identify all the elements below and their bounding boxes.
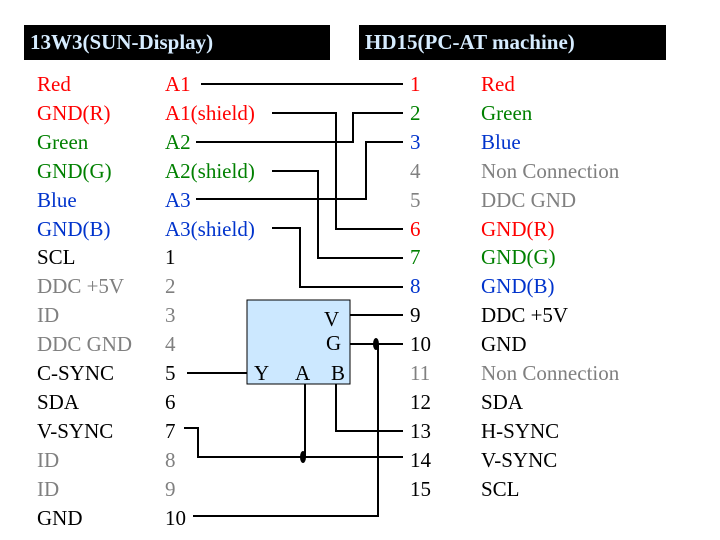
left-signal-label: SCL xyxy=(37,245,76,270)
left-signal-label: GND(R) xyxy=(37,100,111,125)
left-signal-label: GND xyxy=(37,505,83,530)
right-signal-label: SCL xyxy=(481,476,520,501)
right-pin-label: 14 xyxy=(410,447,431,472)
left-signal-label: ID xyxy=(37,447,60,472)
right-pin-label: 5 xyxy=(410,187,421,212)
left-signal-label: DDC GND xyxy=(37,332,133,357)
left-signal-label: Red xyxy=(37,72,71,96)
junction-vsync xyxy=(300,451,306,463)
right-signal-label: GND(B) xyxy=(481,274,555,299)
wire-a2-to-2 xyxy=(196,112,403,143)
gate-pin-y-label: Y xyxy=(254,361,270,385)
gate-pin-b-label: B xyxy=(331,361,346,385)
right-pin-label: 2 xyxy=(410,100,421,125)
right-pin-label: 3 xyxy=(410,129,421,154)
left-pin-label: 5 xyxy=(165,361,176,385)
left-pin-label: 9 xyxy=(165,476,176,501)
right-signal-label: V-SYNC xyxy=(481,447,558,472)
junction-group xyxy=(300,338,379,463)
sync-gate-box xyxy=(246,299,351,385)
right-signal-label: GND(R) xyxy=(481,216,555,241)
left-signal-label: C-SYNC xyxy=(37,361,115,385)
left-signal-label: ID xyxy=(37,476,60,501)
wire-7-to-14 xyxy=(184,427,403,458)
left-signal-label: GND(G) xyxy=(37,158,112,183)
left-pin-label: 7 xyxy=(165,418,176,443)
left-signal-label: V-SYNC xyxy=(37,418,114,443)
left-pin-label: A3 xyxy=(165,187,191,212)
wire-a1shield-to-6 xyxy=(272,112,403,230)
right-pin-label: 6 xyxy=(410,216,421,241)
left-pin-label: A2 xyxy=(165,129,191,154)
right-pin-label: 10 xyxy=(410,332,431,357)
right-signal-label: DDC GND xyxy=(481,187,577,212)
right-pin-label: 15 xyxy=(410,476,431,501)
left-pin-label: A1 xyxy=(165,72,191,96)
left-pin-label: 6 xyxy=(165,389,176,414)
left-signal-label: DDC +5V xyxy=(37,274,125,299)
wire-10-gnd xyxy=(193,344,379,517)
right-pin-label: 9 xyxy=(410,303,421,328)
left-pin-label: A2(shield) xyxy=(165,158,255,183)
left-pin-label: 8 xyxy=(165,447,176,472)
right-signal-label: Non Connection xyxy=(481,158,620,183)
left-pin-label: 3 xyxy=(165,303,176,328)
left-signal-label: ID xyxy=(37,303,60,328)
left-pin-label: A3(shield) xyxy=(165,216,255,241)
right-pin-label: 13 xyxy=(410,418,431,443)
right-signal-label: Blue xyxy=(481,129,521,154)
right-signal-label: GND(G) xyxy=(481,245,556,270)
right-signal-label: Non Connection xyxy=(481,361,620,385)
left-signal-label: Green xyxy=(37,129,89,154)
wire-a2shield-to-7 xyxy=(272,170,403,259)
wire-group xyxy=(184,83,403,517)
wire-a3shield-to-8 xyxy=(272,227,403,288)
left-signal-label: SDA xyxy=(37,389,80,414)
wire-a3-to-3 xyxy=(196,141,403,200)
right-signal-label: H-SYNC xyxy=(481,418,560,443)
right-pin-label: 1 xyxy=(410,72,421,96)
wire-gate-b-to-13 xyxy=(335,384,403,432)
right-signal-label: GND xyxy=(481,332,527,357)
right-pin-label: 11 xyxy=(410,361,431,385)
right-pin-label: 7 xyxy=(410,245,421,270)
left-signal-label: GND(B) xyxy=(37,216,111,241)
right-connector-header: HD15(PC-AT machine) xyxy=(359,25,666,60)
left-pin-label: 10 xyxy=(165,505,186,530)
right-signal-label: Green xyxy=(481,100,533,125)
right-pin-label: 8 xyxy=(410,274,421,299)
right-signal-label: SDA xyxy=(481,389,524,414)
right-pin-label: 12 xyxy=(410,389,431,414)
junction-gnd xyxy=(373,338,379,350)
left-pin-label: A1(shield) xyxy=(165,100,255,125)
right-pin-label: 4 xyxy=(410,158,421,183)
left-pin-label: 1 xyxy=(165,245,176,270)
left-connector-header: 13W3(SUN-Display) xyxy=(24,25,330,60)
left-pin-label: 2 xyxy=(165,274,176,299)
left-pin-label: 4 xyxy=(165,332,176,357)
gate-pin-g-label: G xyxy=(326,331,342,355)
right-signal-label: Red xyxy=(481,72,515,96)
gate-pin-a-label: A xyxy=(295,361,311,385)
left-signal-label: Blue xyxy=(37,187,77,212)
gate-pin-v-label: V xyxy=(324,307,340,331)
right-signal-label: DDC +5V xyxy=(481,303,569,328)
